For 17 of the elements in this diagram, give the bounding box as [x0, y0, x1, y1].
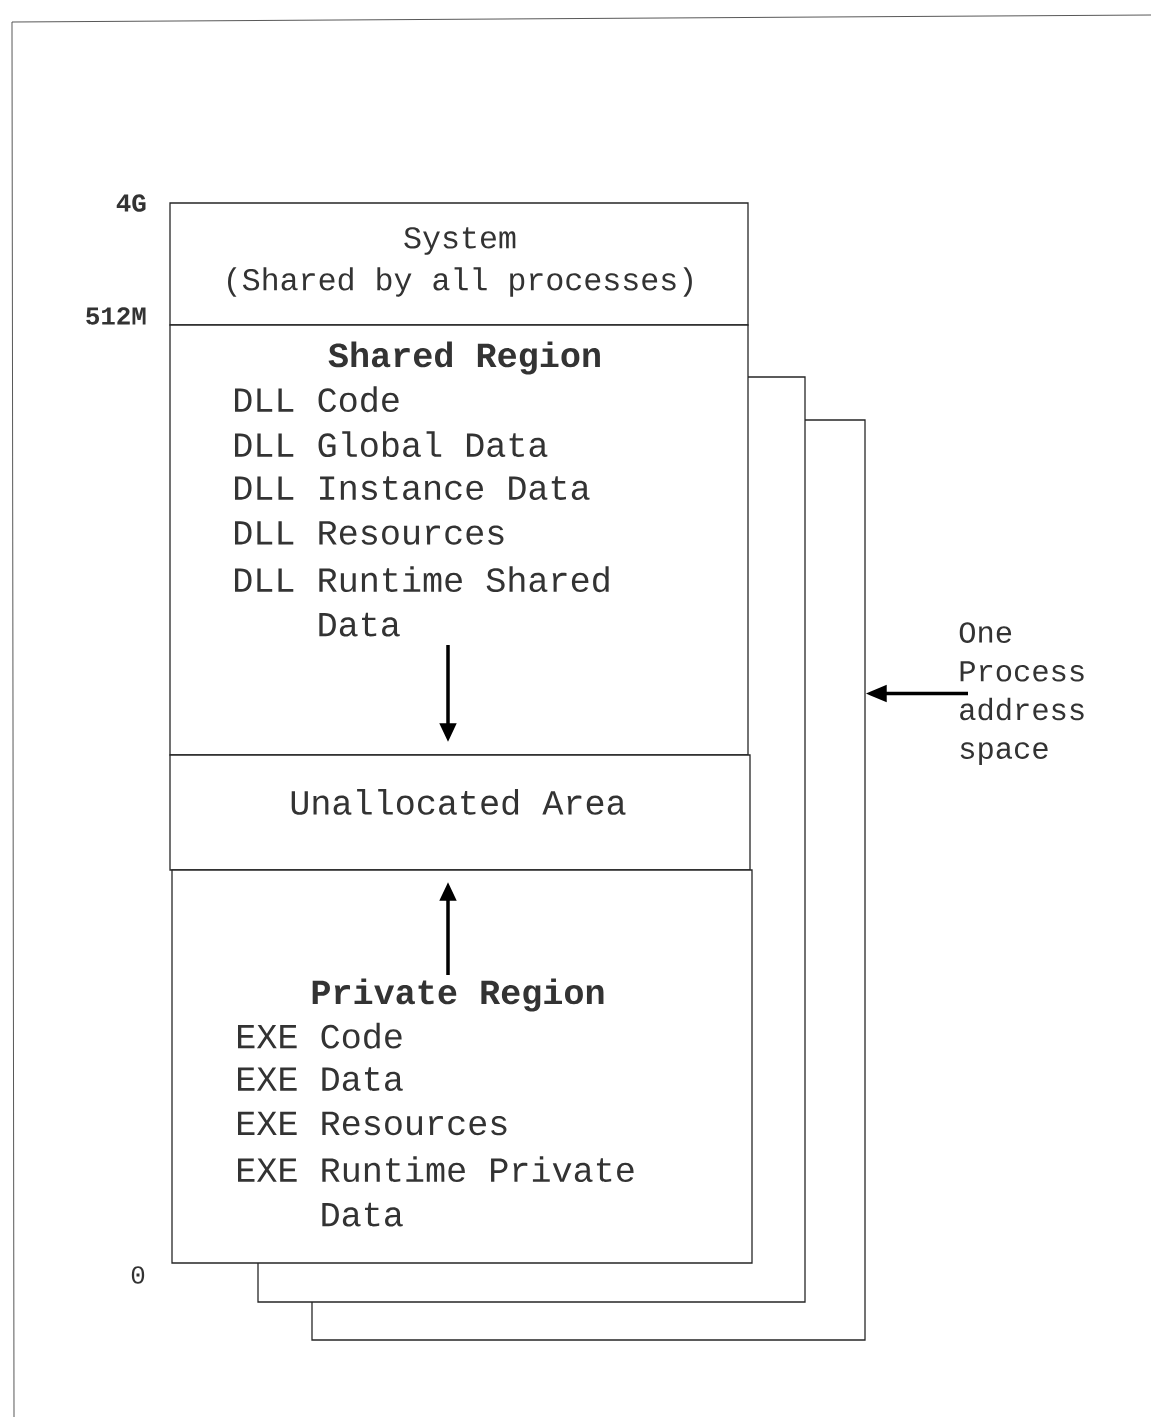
- address-label: 0: [131, 1266, 145, 1284]
- list-item: DLL Global Data: [235, 431, 548, 458]
- memory-region-box: Unallocated Area: [169, 754, 751, 871]
- region-heading: Private Region: [312, 978, 604, 1012]
- list-item: EXE Code: [238, 1022, 402, 1049]
- list-item: EXE Resources: [238, 1111, 507, 1136]
- list-item: DLL Runtime Shared Data: [235, 566, 609, 637]
- list-item: DLL Instance Data: [235, 476, 590, 500]
- address-label: 4G: [116, 194, 146, 212]
- list-item: DLL Resources: [235, 521, 504, 545]
- memory-region-box: System (Shared by all processes): [169, 202, 749, 326]
- list-item: DLL Code: [235, 386, 399, 413]
- address-label: 512M: [86, 307, 146, 325]
- list-item: EXE Runtime Private Data: [238, 1156, 634, 1227]
- annotation-text: One Process address space: [959, 622, 1084, 765]
- region-heading: Shared Region: [328, 341, 600, 375]
- list-item: EXE Data: [238, 1067, 403, 1091]
